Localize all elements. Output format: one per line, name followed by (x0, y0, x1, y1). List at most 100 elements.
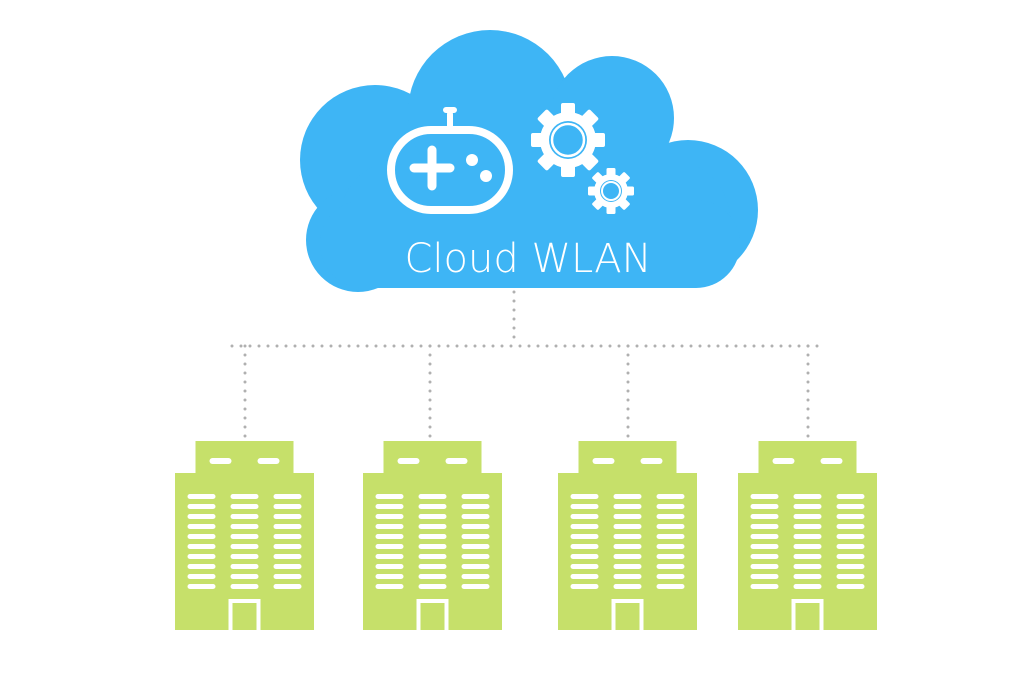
building-window (230, 554, 259, 559)
building-window (793, 564, 822, 569)
building-window (187, 494, 216, 499)
building-window (656, 514, 685, 519)
building-window (793, 584, 822, 589)
building-4 (738, 441, 877, 634)
building-window (187, 584, 216, 589)
building-window (273, 564, 302, 569)
gamepad-icon (387, 107, 513, 214)
building-window (187, 534, 216, 539)
building-window (613, 554, 642, 559)
building-window (461, 554, 490, 559)
building-door (611, 599, 644, 634)
building-2 (363, 441, 502, 634)
building-window (418, 534, 447, 539)
building-window (836, 574, 865, 579)
building-window (613, 574, 642, 579)
building-window (613, 504, 642, 509)
building-window (273, 574, 302, 579)
building-window (461, 584, 490, 589)
building-window (230, 564, 259, 569)
building-window (750, 534, 779, 539)
building-window (418, 554, 447, 559)
building-window (230, 544, 259, 549)
building-window (418, 494, 447, 499)
building-window (750, 524, 779, 529)
building-window (570, 524, 599, 529)
building-window (656, 524, 685, 529)
building-window (836, 524, 865, 529)
building-window (257, 458, 280, 464)
building-window (273, 584, 302, 589)
building-window (375, 584, 404, 589)
building-door (791, 599, 824, 634)
building-window (750, 584, 779, 589)
building-1 (175, 441, 314, 634)
building-window (836, 504, 865, 509)
building-window (461, 504, 490, 509)
building-window (187, 544, 216, 549)
building-window (375, 524, 404, 529)
building-window (793, 514, 822, 519)
building-window (656, 494, 685, 499)
building-window (750, 564, 779, 569)
building-window (187, 554, 216, 559)
building-window (613, 584, 642, 589)
building-window (230, 514, 259, 519)
building-window (570, 534, 599, 539)
building-top (383, 441, 482, 475)
building-window (273, 524, 302, 529)
building-window (418, 584, 447, 589)
building-door (416, 599, 449, 634)
building-window (187, 564, 216, 569)
building-window (570, 514, 599, 519)
building-window (230, 584, 259, 589)
building-window (418, 514, 447, 519)
building-body (738, 473, 877, 630)
building-window (375, 544, 404, 549)
building-window (836, 544, 865, 549)
building-window (793, 544, 822, 549)
building-window (836, 564, 865, 569)
building-window (375, 494, 404, 499)
building-top (578, 441, 677, 475)
building-window (836, 494, 865, 499)
building-window (461, 494, 490, 499)
building-window (461, 534, 490, 539)
cloud-label: Cloud WLAN (404, 236, 651, 282)
building-window (640, 458, 663, 464)
building-window (209, 458, 232, 464)
building-window (570, 564, 599, 569)
building-window (793, 524, 822, 529)
building-window (793, 534, 822, 539)
building-window (397, 458, 420, 464)
building-3 (558, 441, 697, 634)
building-window (750, 514, 779, 519)
building-window (273, 504, 302, 509)
building-window (656, 564, 685, 569)
building-window (375, 534, 404, 539)
building-window (570, 584, 599, 589)
building-window (750, 504, 779, 509)
building-window (230, 534, 259, 539)
building-window (375, 554, 404, 559)
gear-icon (531, 103, 605, 177)
building-window (461, 564, 490, 569)
building-door (228, 599, 261, 634)
building-body (175, 473, 314, 630)
connector-lines (230, 290, 824, 442)
building-window (461, 544, 490, 549)
building-top (195, 441, 294, 475)
building-window (230, 574, 259, 579)
building-window (613, 494, 642, 499)
building-window (187, 524, 216, 529)
building-window (656, 504, 685, 509)
buildings (175, 441, 877, 634)
building-window (793, 554, 822, 559)
building-window (418, 564, 447, 569)
building-window (418, 574, 447, 579)
building-window (375, 504, 404, 509)
building-window (613, 544, 642, 549)
building-window (187, 574, 216, 579)
